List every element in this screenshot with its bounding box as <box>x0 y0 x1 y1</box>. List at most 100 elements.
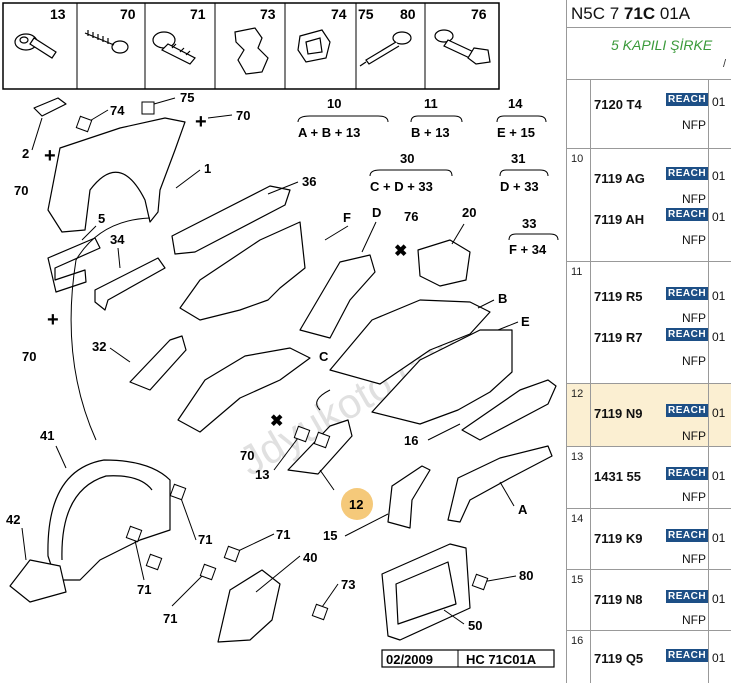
code-suffix: 01A <box>655 4 691 23</box>
callout-D: D <box>372 205 381 220</box>
row-index: 12 <box>571 388 584 400</box>
legend-num-71: 71 <box>190 6 206 22</box>
reach-badge: REACH <box>666 93 709 106</box>
part-number[interactable]: 1431 55 <box>594 469 641 484</box>
subtitle-tail: / <box>723 58 727 70</box>
part-number[interactable]: 7119 AG <box>594 171 645 186</box>
formula-expr-10: A + B + 13 <box>298 125 360 140</box>
push-clip-icon <box>14 33 57 59</box>
callout-70: 70 <box>22 349 36 364</box>
formula-num-10: 10 <box>327 96 341 111</box>
part-A-rail <box>447 445 553 523</box>
legend-num-13: 13 <box>50 6 66 22</box>
callout-71: 71 <box>198 532 212 547</box>
part-40-shield <box>217 569 281 643</box>
nfp-label: NFP <box>682 354 706 368</box>
part-5-bracket <box>47 237 101 293</box>
part-number[interactable]: 7119 R5 <box>594 289 643 304</box>
part-50-panel <box>381 543 471 641</box>
quantity: 01 <box>712 469 726 483</box>
callout-1: 1 <box>204 161 211 176</box>
reach-badge: REACH <box>666 328 709 341</box>
part-row-highlighted[interactable]: 12 7119 N9 REACH 01 NFP <box>567 384 731 447</box>
part-1-wheel-arch <box>47 117 186 233</box>
nfp-label: NFP <box>682 192 706 206</box>
part-20-block <box>417 239 471 287</box>
spring-clip-icon <box>234 27 269 75</box>
part-number[interactable]: 7119 Q5 <box>594 651 644 666</box>
row-index: 13 <box>571 451 584 463</box>
nfp-label: NFP <box>682 429 706 443</box>
part-row[interactable]: 14 7119 K9 REACH 01 NFP <box>567 509 731 570</box>
footer-date: 02/2009 <box>386 652 433 667</box>
reach-badge: REACH <box>666 404 709 417</box>
part-32-strut <box>129 335 187 391</box>
part-row[interactable]: 10 7119 AG REACH 01 NFP 7119 AH REACH 01… <box>567 149 731 262</box>
nfp-label: NFP <box>682 233 706 247</box>
quantity: 01 <box>712 169 726 183</box>
svg-text:+: + <box>44 145 56 167</box>
callout-50: 50 <box>468 618 482 633</box>
part-F-inner-panel <box>179 221 306 321</box>
exploded-view-svg: 13 70 71 73 74 75 80 76 <box>2 2 559 668</box>
callout-13: 13 <box>255 467 269 482</box>
part-number[interactable]: 7119 AH <box>594 212 645 227</box>
reach-badge: REACH <box>666 649 709 662</box>
callout-40: 40 <box>303 550 317 565</box>
retainer-clip-icon <box>297 29 331 63</box>
square-markers <box>75 101 489 621</box>
callout-A: A <box>518 502 528 517</box>
formula-labels: 10 A + B + 13 11 B + 13 14 E + 15 30 C +… <box>298 96 547 257</box>
quantity: 01 <box>712 592 726 606</box>
model-subtitle: 5 KAPILI ŞİRKE / <box>567 28 731 80</box>
part-16-longitudinal <box>461 379 557 441</box>
reach-badge: REACH <box>666 287 709 300</box>
callout-12[interactable]: 12 <box>349 497 363 512</box>
svg-text:✖: ✖ <box>270 413 283 430</box>
part-number[interactable]: 7119 N8 <box>594 592 643 607</box>
plus-markers: + + + ✖ ✖ <box>44 111 407 430</box>
expansion-clip-icon <box>152 31 196 65</box>
callout-E: E <box>521 314 530 329</box>
callout-20: 20 <box>462 205 476 220</box>
callout-71: 71 <box>163 611 177 626</box>
part-number[interactable]: 7120 T4 <box>594 97 642 112</box>
part-number[interactable]: 7119 N9 <box>594 406 643 421</box>
part-row[interactable]: 15 7119 N8 REACH 01 NFP <box>567 570 731 631</box>
part-15-bracket <box>387 465 431 529</box>
callout-71: 71 <box>137 582 151 597</box>
row-index: 14 <box>571 513 584 525</box>
nfp-label: NFP <box>682 490 706 504</box>
part-36-upper-rail <box>171 185 291 255</box>
callout-2: 2 <box>22 146 29 161</box>
part-row[interactable]: 13 1431 55 REACH 01 NFP <box>567 447 731 509</box>
part-B-member <box>329 299 491 385</box>
formula-expr-30: C + D + 33 <box>370 179 433 194</box>
part-row[interactable]: 11 7119 R5 REACH 01 NFP 7119 R7 REACH 01… <box>567 262 731 384</box>
screw-icon <box>84 30 129 54</box>
parts-table: N5C 7 71C 01A 5 KAPILI ŞİRKE / 7120 T4 R… <box>566 0 731 683</box>
part-row[interactable]: 16 7119 Q5 REACH 01 <box>567 631 731 683</box>
formula-num-30: 30 <box>400 151 414 166</box>
highlight-circle <box>341 488 373 520</box>
callout-C: C <box>319 349 329 364</box>
legend-num-70: 70 <box>120 6 136 22</box>
part-C-rail <box>177 347 311 433</box>
nfp-label: NFP <box>682 613 706 627</box>
callout-16: 16 <box>404 433 418 448</box>
callout-36: 36 <box>302 174 316 189</box>
formula-num-11: 11 <box>424 96 438 111</box>
legend-num-80: 80 <box>400 6 416 22</box>
nfp-label: NFP <box>682 311 706 325</box>
fastener-legend <box>2 2 500 90</box>
nfp-label: NFP <box>682 552 706 566</box>
part-2-bracket <box>33 97 67 117</box>
callout-F: F <box>343 210 351 225</box>
reach-badge: REACH <box>666 208 709 221</box>
quantity: 01 <box>712 406 726 420</box>
callout-70: 70 <box>14 183 28 198</box>
part-number[interactable]: 7119 R7 <box>594 330 643 345</box>
part-13-strut <box>287 419 353 475</box>
part-row[interactable]: 7120 T4 REACH 01 NFP <box>567 80 731 149</box>
part-number[interactable]: 7119 K9 <box>594 531 643 546</box>
